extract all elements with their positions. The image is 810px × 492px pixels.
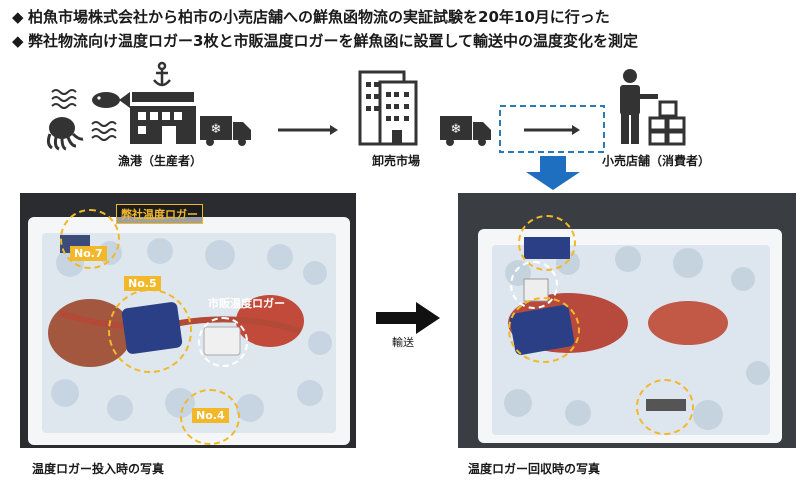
photo-logger-recovery <box>458 193 796 448</box>
logistics-flow-diagram: ❄ ❄ <box>46 61 686 190</box>
bullet-text-1: 柏魚市場株式会社から柏市の小売店舗への鮮魚函物流の実証試験を20年10月に行った <box>28 8 610 26</box>
diamond-bullet-icon: ◆ <box>12 32 24 50</box>
photo-logger-insertion <box>20 193 356 448</box>
factory-icon <box>130 92 196 144</box>
transport-arrow-icon <box>376 302 440 334</box>
highlighted-transport-segment <box>499 105 605 153</box>
commercial-logger-label: 市販温度ロガー <box>208 297 285 310</box>
worker-with-boxes-icon <box>620 69 686 146</box>
logger-no5-marker <box>108 289 192 373</box>
transport-label: 輸送 <box>392 336 414 349</box>
logger-marker <box>508 297 580 363</box>
bullet-line-2: ◆弊社物流向け温度ロガー3枚と市販温度ロガーを鮮魚函に設置して輸送中の温度変化を… <box>12 30 638 51</box>
stage-label-fishing-port: 漁港（生産者） <box>118 154 203 168</box>
fish-icon <box>92 92 130 108</box>
refrigerated-truck-icon: ❄ <box>440 116 491 146</box>
refrigerated-truck-icon: ❄ <box>200 116 251 146</box>
no4-label: No.4 <box>192 408 229 423</box>
caption-insertion: 温度ロガー投入時の写真 <box>32 462 165 476</box>
bullet-line-1: ◆柏魚市場株式会社から柏市の小売店舗への鮮魚函物流の実証試験を20年10月に行っ… <box>12 6 610 27</box>
caption-recovery: 温度ロガー回収時の写真 <box>468 462 601 476</box>
company-logger-label: 弊社温度ロガー <box>116 204 203 224</box>
anchor-icon <box>153 61 171 87</box>
waves-icon <box>91 121 117 141</box>
no5-label: No.5 <box>124 276 161 291</box>
building-icon <box>358 70 418 146</box>
waves-icon <box>51 89 77 109</box>
diamond-bullet-icon: ◆ <box>12 8 24 26</box>
logger-no7-marker <box>60 209 120 269</box>
commercial-logger-marker <box>198 317 248 367</box>
arrow-right-icon <box>278 125 338 135</box>
svg-text:❄: ❄ <box>211 122 222 137</box>
down-arrow-icon <box>526 156 580 190</box>
stage-label-retail-store: 小売店舗（消費者） <box>602 154 711 168</box>
arrow-right-icon <box>524 125 580 135</box>
no7-label: No.7 <box>70 246 107 261</box>
octopus-icon <box>46 117 84 151</box>
logger-no4-marker <box>180 389 240 445</box>
svg-text:❄: ❄ <box>451 122 462 137</box>
stage-label-wholesale-market: 卸売市場 <box>372 154 421 168</box>
bullet-text-2: 弊社物流向け温度ロガー3枚と市販温度ロガーを鮮魚函に設置して輸送中の温度変化を測… <box>28 32 638 50</box>
logger-marker <box>636 379 694 435</box>
